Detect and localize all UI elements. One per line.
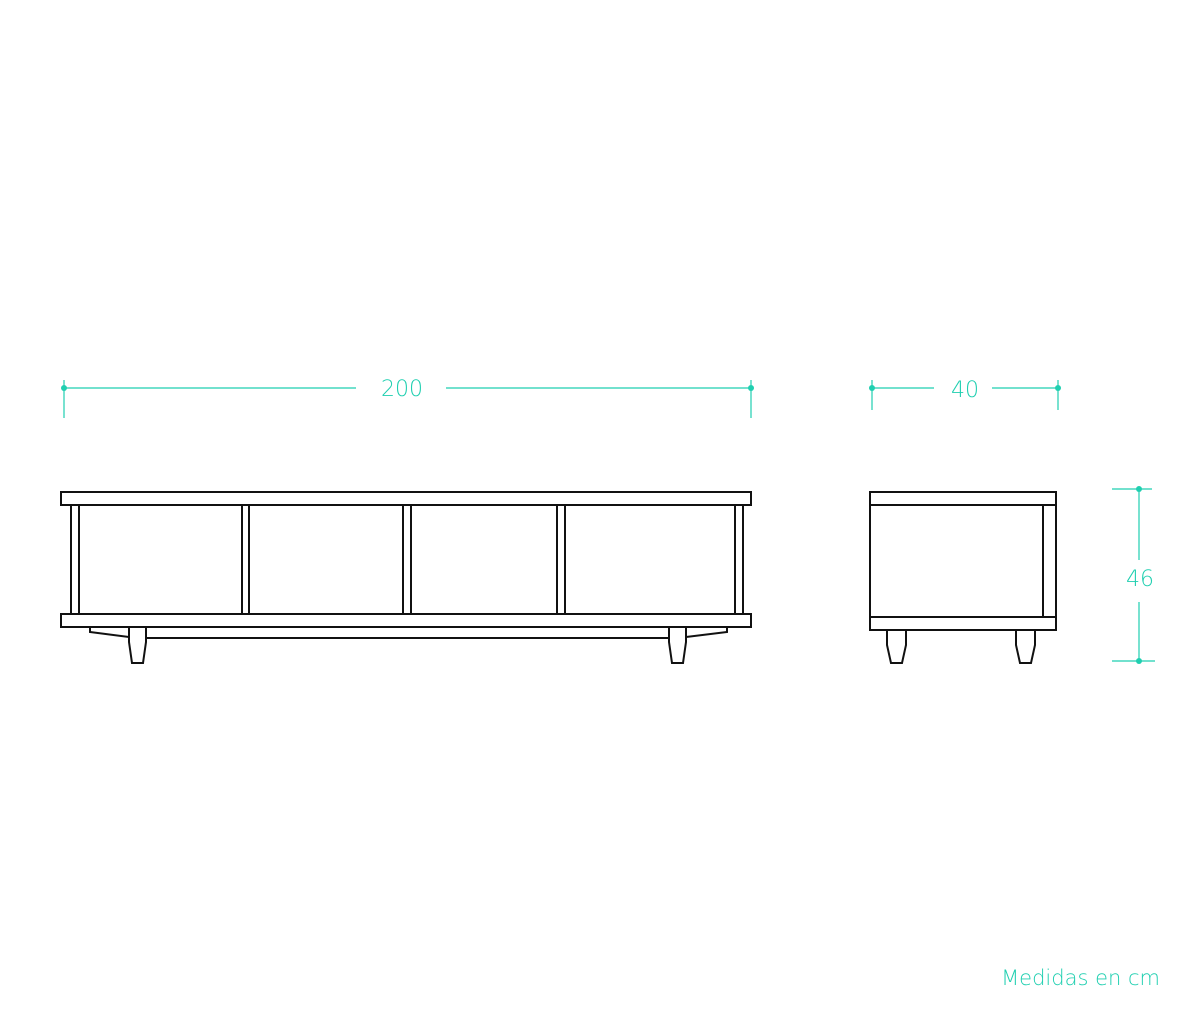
width-label: 200 bbox=[381, 377, 423, 402]
width-dimension: 200 bbox=[61, 377, 754, 418]
side-bottom-board bbox=[869, 616, 1057, 631]
height-label: 46 bbox=[1126, 567, 1154, 592]
side-view bbox=[869, 491, 1057, 664]
height-dimension: 46 bbox=[1112, 486, 1155, 664]
front-post-2 bbox=[241, 504, 250, 615]
side-leg-left bbox=[886, 629, 907, 664]
front-post-3 bbox=[402, 504, 412, 615]
front-stretcher bbox=[89, 627, 728, 639]
front-bottom-board bbox=[60, 613, 752, 628]
front-post-1 bbox=[70, 504, 80, 615]
units-note: Medidas en cm bbox=[1001, 966, 1160, 990]
front-top-board bbox=[60, 491, 752, 506]
front-post-5 bbox=[734, 504, 744, 615]
front-leg-left bbox=[128, 626, 147, 664]
side-top-board bbox=[869, 491, 1057, 506]
front-leg-right bbox=[668, 626, 687, 664]
side-panel bbox=[869, 505, 1057, 617]
depth-label: 40 bbox=[951, 378, 979, 403]
side-leg-right bbox=[1015, 629, 1036, 664]
front-post-4 bbox=[556, 504, 566, 615]
depth-dimension: 40 bbox=[869, 378, 1061, 410]
front-view bbox=[60, 491, 752, 664]
